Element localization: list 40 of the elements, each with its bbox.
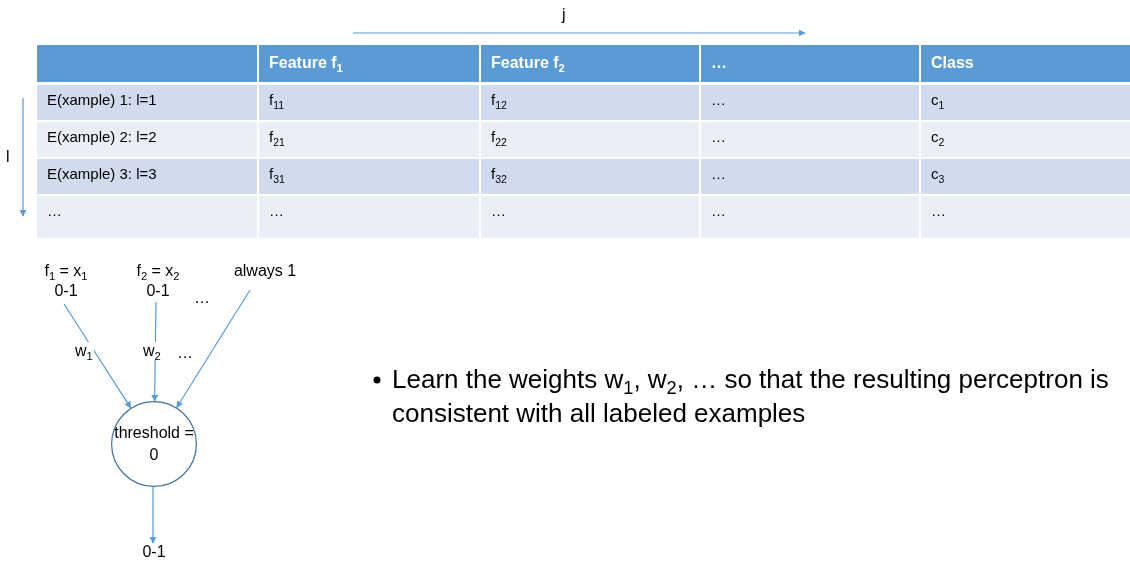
table-cell: f$_{11}$ xyxy=(259,85,479,120)
arrow xyxy=(63,303,132,409)
ellipsis-label: … xyxy=(177,344,193,362)
arrow xyxy=(149,486,157,544)
arrow xyxy=(176,289,251,409)
table-cell: f$_{32}$ xyxy=(481,159,699,194)
table-cell: f$_{21}$ xyxy=(259,122,479,157)
table-cell: … xyxy=(481,196,699,238)
input-label: f$_{1}$ = x$_{1}$ 0-1 xyxy=(30,262,102,300)
table-cell: E(xample) 3: l=3 xyxy=(37,159,257,194)
table-cell: E(xample) 2: l=2 xyxy=(37,122,257,157)
header-cell: Feature f$_{1}$ xyxy=(259,45,479,82)
arrow xyxy=(151,301,159,402)
table-cell: … xyxy=(701,159,919,194)
table-cell: … xyxy=(37,196,257,238)
output-label: 0-1 xyxy=(132,543,176,561)
edge-label: w$_{1}$ xyxy=(74,342,94,360)
input-label: always 1 xyxy=(220,262,310,280)
table-cell: c$_{2}$ xyxy=(921,122,1130,157)
table-cell: f$_{12}$ xyxy=(481,85,699,120)
table-cell: f$_{22}$ xyxy=(481,122,699,157)
axis-label: l xyxy=(6,148,10,166)
neuron-circle: threshold = 0 xyxy=(111,401,197,487)
table-cell: … xyxy=(921,196,1130,238)
table-cell: … xyxy=(259,196,479,238)
table-cell: c$_{1}$ xyxy=(921,85,1130,120)
table-cell: E(xample) 1: l=1 xyxy=(37,85,257,120)
header-cell: Feature f$_{2}$ xyxy=(481,45,699,82)
input-label: f$_{2}$ = x$_{2}$ 0-1 xyxy=(122,262,194,300)
header-cell: Class xyxy=(921,45,1130,82)
table-cell: … xyxy=(701,122,919,157)
table-cell: f$_{31}$ xyxy=(259,159,479,194)
table-cell: c$_{3}$ xyxy=(921,159,1130,194)
bullet-text: Learn the weights w$_{1}$, w$_{2}$, … so that the resulting perceptron is consistent with all labeled examples xyxy=(392,363,1110,430)
table-cell: … xyxy=(701,85,919,120)
table-cell: … xyxy=(701,196,919,238)
axis-label: j xyxy=(562,6,566,24)
header-cell: … xyxy=(701,45,919,82)
edge-label: w$_{2}$ xyxy=(142,342,162,360)
ellipsis-label: … xyxy=(194,289,210,307)
